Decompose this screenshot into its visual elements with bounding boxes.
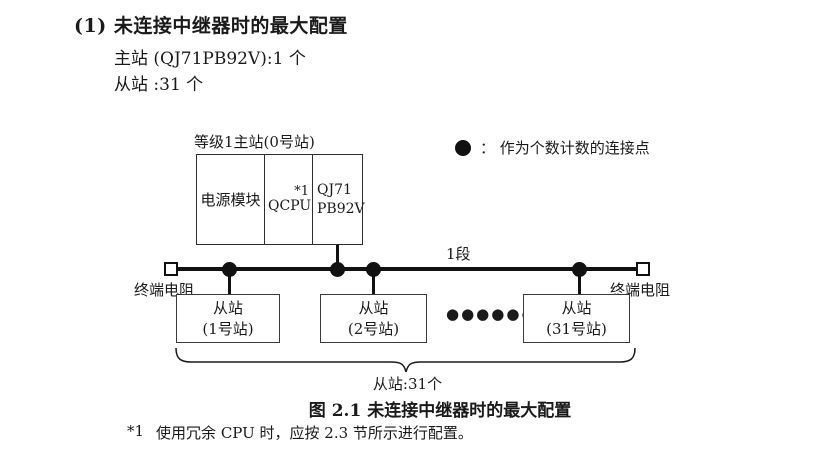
slave2-box: 从站 (2号站)	[320, 294, 427, 343]
slave1-box: 从站 (1号站)	[176, 294, 280, 343]
slave2-line1: 从站	[358, 299, 389, 318]
segment-label: 1段	[446, 245, 471, 263]
ellipsis-dots: ●●●●●●	[446, 305, 537, 323]
cpu-label: QCPU	[268, 197, 312, 214]
network-module-line1: QJ71	[317, 182, 352, 199]
figure-caption: 图 2.1 未连接中继器时的最大配置	[308, 401, 572, 421]
slave1-drop-line	[228, 271, 231, 294]
legend: ： 作为个数计数的连接点	[455, 137, 650, 158]
master-spec-line: 主站 (QJ71PB92V):1 个	[114, 49, 306, 69]
cpu-cell: *1 QCPU	[265, 155, 313, 244]
slave31-drop-line	[578, 271, 581, 294]
network-module-line2: PB92V	[317, 200, 365, 217]
slave2-drop-line	[372, 271, 375, 294]
slave31-line1: 从站	[561, 299, 592, 318]
master-station-label: 等级1主站(0号站)	[194, 133, 315, 151]
slave31-line2: (31号站)	[546, 319, 607, 338]
cpu-footnote-marker: *1	[294, 183, 309, 199]
connection-dot-slave2	[366, 262, 381, 277]
slave1-line1: 从站	[212, 299, 243, 318]
power-module-cell: 电源模块	[197, 155, 265, 244]
slave1-line2: (1号站)	[202, 319, 254, 338]
connection-dot-slave1	[222, 262, 237, 277]
connection-point-icon	[455, 139, 471, 156]
master-drop-line	[336, 245, 339, 270]
right-terminator-icon	[636, 262, 650, 276]
slave-count-brace	[175, 347, 636, 373]
slave-spec-line: 从站 :31 个	[114, 75, 204, 95]
left-terminator-icon	[164, 262, 178, 276]
slave2-line2: (2号站)	[347, 319, 400, 338]
footnote-text: 使用冗余 CPU 时，应按 2.3 节所示进行配置。	[156, 424, 473, 442]
connection-dot-slave31	[572, 262, 587, 277]
slave-count-label: 从站:31个	[372, 375, 443, 393]
connection-dot-master	[330, 262, 345, 277]
footnote-marker: *1	[127, 422, 145, 440]
footnote: *1 使用冗余 CPU 时，应按 2.3 节所示进行配置。	[127, 422, 473, 443]
legend-label: ： 作为个数计数的连接点	[480, 139, 650, 157]
master-station-box: 电源模块 *1 QCPU QJ71 PB92V	[196, 154, 365, 245]
bus-line	[178, 267, 638, 271]
slave31-box: 从站 (31号站)	[523, 294, 630, 343]
section-title: (1) 未连接中继器时的最大配置	[74, 15, 348, 37]
network-module-cell: QJ71 PB92V	[313, 155, 365, 244]
